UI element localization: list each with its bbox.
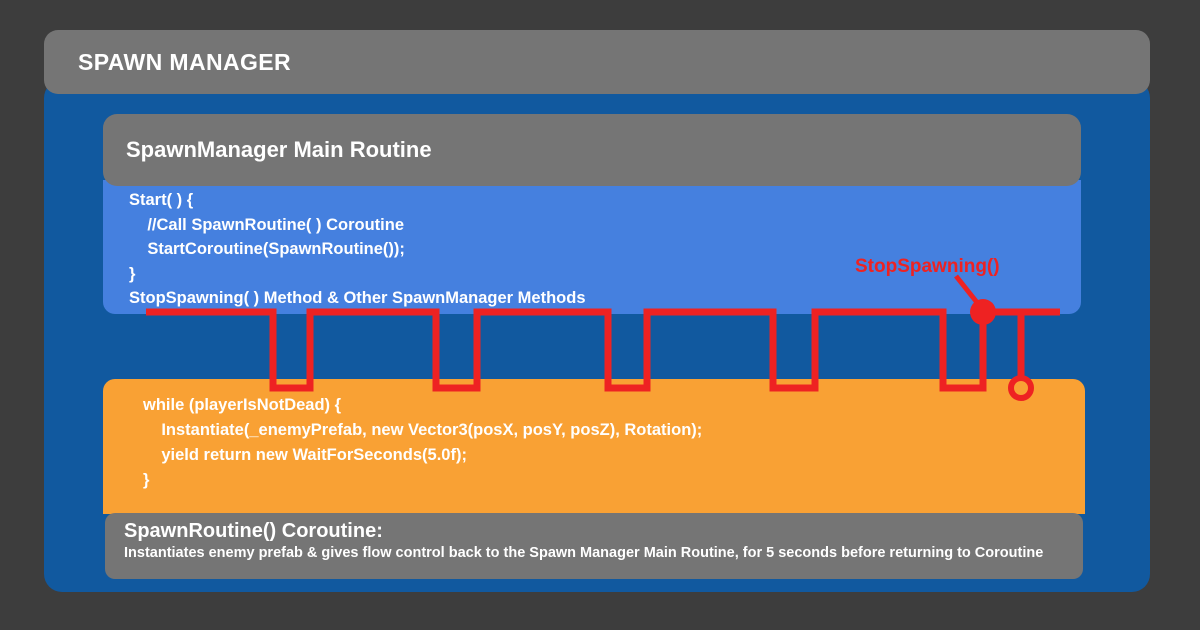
code-line: } bbox=[143, 471, 150, 489]
main-routine-code-block: Start( ) { //Call SpawnRoutine( ) Corout… bbox=[103, 180, 1081, 314]
code-line: Instantiate(_enemyPrefab, new Vector3(po… bbox=[143, 421, 703, 439]
code-line: } bbox=[129, 264, 136, 283]
stop-spawning-annotation: StopSpawning() bbox=[855, 256, 1000, 277]
code-line: StartCoroutine(SpawnRoutine()); bbox=[129, 240, 405, 258]
code-line: StopSpawning( ) Method & Other SpawnMana… bbox=[129, 289, 586, 307]
code-line: //Call SpawnRoutine( ) Coroutine bbox=[129, 215, 404, 234]
main-routine-title: SpawnManager Main Routine bbox=[126, 137, 432, 162]
coroutine-caption: SpawnRoutine() Coroutine: Instantiates e… bbox=[105, 513, 1083, 579]
main-routine-header: SpawnManager Main Routine bbox=[103, 114, 1081, 186]
title-bar: SPAWN MANAGER bbox=[44, 30, 1150, 94]
code-line: yield return new WaitForSeconds(5.0f); bbox=[143, 446, 467, 464]
coroutine-code-block: while (playerIsNotDead) { Instantiate(_e… bbox=[103, 379, 1085, 514]
page-title: SPAWN MANAGER bbox=[78, 48, 292, 75]
coroutine-caption-title: SpawnRoutine() Coroutine: bbox=[124, 520, 383, 542]
code-line: while (playerIsNotDead) { bbox=[143, 396, 342, 414]
code-line: Start( ) { bbox=[129, 191, 194, 209]
coroutine-caption-body: Instantiates enemy prefab & gives flow c… bbox=[124, 545, 1044, 561]
